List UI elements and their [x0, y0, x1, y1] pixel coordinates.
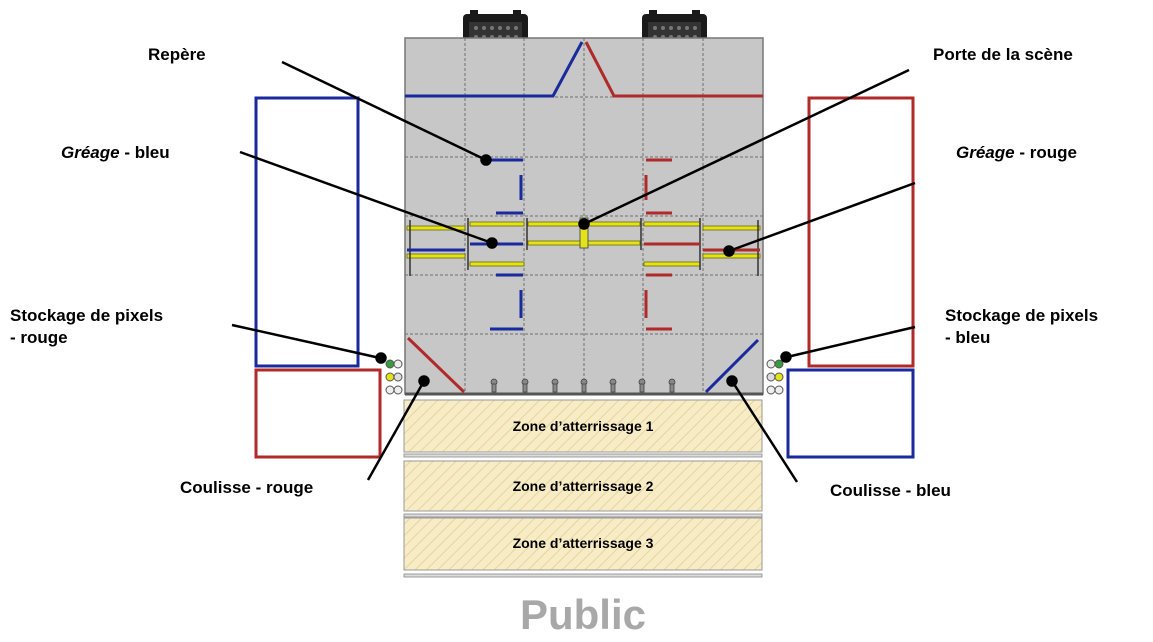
label-greage-rouge: Gréage - rouge — [956, 142, 1077, 164]
blue-station-right — [786, 368, 915, 459]
blue-rigging-marks — [407, 158, 523, 331]
label-stockage-rouge-line1: Stockage de pixels — [10, 306, 164, 325]
landing-zone-2-label: Zone d’atterrissage 2 — [512, 478, 654, 494]
label-greage-rouge-italic: Gréage — [956, 143, 1015, 162]
blue-top-line — [405, 41, 584, 98]
label-stockage-bleu: Stockage de pixels - bleu — [945, 305, 1098, 349]
label-greage-bleu-italic: Gréage — [61, 143, 120, 162]
label-greage-bleu: Gréage - bleu — [61, 142, 170, 164]
pixel-storage-blue — [766, 359, 784, 395]
landing-zone-3 — [403, 517, 763, 578]
landing-zone-1-label: Zone d’atterrissage 1 — [512, 418, 654, 434]
label-porte-scene: Porte de la scène — [933, 45, 1073, 64]
label-stockage-rouge: Stockage de pixels - rouge — [10, 305, 163, 349]
landing-zone-1 — [403, 399, 763, 458]
field — [404, 37, 764, 396]
landing-zone-2 — [403, 460, 763, 518]
audience-label: Public — [519, 591, 647, 638]
red-coulisse — [406, 336, 466, 394]
red-station-left — [254, 368, 382, 459]
field-posts — [490, 378, 676, 393]
label-stockage-bleu-line1: Stockage de pixels — [945, 306, 1099, 325]
blue-station-left — [254, 96, 360, 368]
label-greage-rouge-rest: - rouge — [1014, 143, 1077, 162]
callout-lines — [231, 60, 916, 483]
red-top-line — [584, 41, 763, 98]
label-stockage-rouge-line2: - rouge — [10, 328, 68, 347]
label-coulisse-bleu: Coulisse - bleu — [830, 481, 951, 500]
red-station-right — [807, 96, 915, 368]
label-stockage-bleu-line2: - bleu — [945, 328, 991, 347]
label-repere: Repère — [148, 45, 206, 64]
blue-coulisse — [704, 338, 760, 394]
label-coulisse-rouge: Coulisse - rouge — [180, 478, 314, 497]
label-greage-bleu-rest: - bleu — [119, 143, 170, 162]
landing-zone-3-label: Zone d’atterrissage 3 — [512, 535, 654, 551]
pixel-storage-red — [385, 359, 403, 395]
